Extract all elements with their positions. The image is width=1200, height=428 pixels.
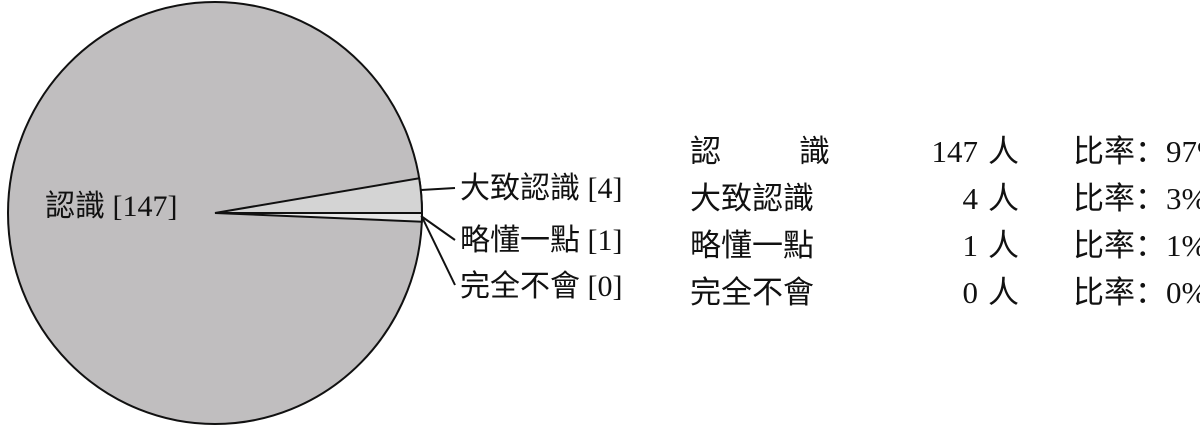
table-row: 認識 147 人 比率：97%: [690, 128, 1200, 175]
leader-line-wanquan: [422, 218, 456, 286]
rate-label: 比率：: [1073, 275, 1166, 310]
rate-label: 比率：: [1073, 228, 1166, 263]
leader-line-dazhi: [420, 187, 456, 191]
rate-label: 比率：: [1073, 134, 1166, 169]
row-count: 1: [962, 228, 979, 263]
row-label: 認識: [690, 128, 830, 175]
row-label: 大致認識: [690, 181, 814, 216]
rate-value: 3%: [1166, 181, 1200, 216]
row-count: 147: [931, 134, 979, 169]
table-row: 大致認識 4 人 比率：3%: [690, 175, 1200, 222]
rate-label: 比率：: [1073, 181, 1166, 216]
slice-label-dazhi: 大致認識 [4]: [460, 172, 622, 205]
slice-label-wanquan: 完全不會 [0]: [460, 270, 622, 303]
pie-chart: 認識 [147] 大致認識 [4] 略懂一點 [1] 完全不會 [0]: [7, 1, 622, 425]
row-unit: 人: [988, 275, 1019, 310]
leader-line-luedong: [420, 215, 456, 241]
row-unit: 人: [988, 181, 1019, 216]
slice-label-renshi: 認識 [147]: [45, 190, 177, 223]
summary-table: 認識 147 人 比率：97% 大致認識 4 人 比率：3% 略懂一點 1 人 …: [690, 128, 1200, 316]
row-label-char: 識: [799, 134, 830, 169]
table-row: 完全不會 0 人 比率：0%: [690, 269, 1200, 316]
slice-label-luedong: 略懂一點 [1]: [460, 224, 622, 257]
rate-value: 1%: [1166, 228, 1200, 263]
row-count: 4: [962, 181, 979, 216]
row-label-char: 認: [690, 134, 721, 169]
row-unit: 人: [988, 228, 1019, 263]
table-row: 略懂一點 1 人 比率：1%: [690, 222, 1200, 269]
rate-value: 97%: [1166, 134, 1200, 169]
row-count: 0: [962, 275, 979, 310]
row-label: 完全不會: [690, 275, 814, 310]
rate-value: 0%: [1166, 275, 1200, 310]
row-unit: 人: [988, 134, 1019, 169]
row-label: 略懂一點: [690, 228, 814, 263]
